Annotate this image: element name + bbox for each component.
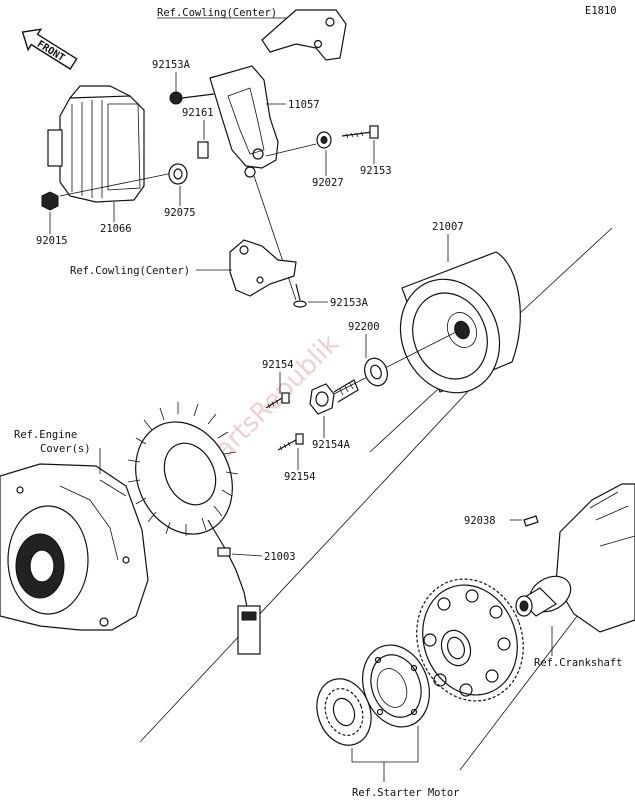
part-92153a-mid: 92153A (330, 297, 369, 309)
one-way-clutch (316, 678, 372, 746)
bolt-92154-bottom (277, 433, 304, 451)
ref-crankshaft-label: Ref.Crankshaft (534, 657, 623, 669)
washer-92200 (364, 357, 388, 387)
ref-cowling-top-label: Ref.Cowling(Center) (157, 7, 277, 19)
part-92075: 92075 (164, 207, 196, 219)
axis-line-92027 (265, 143, 317, 157)
starter-clutch (362, 644, 430, 728)
part-92027: 92027 (312, 177, 344, 189)
bolt-92154-top (265, 392, 290, 409)
ref-starter-motor-label: Ref.Starter Motor (352, 787, 459, 799)
part-21003: 21003 (264, 551, 296, 563)
axis-line-rotor (329, 329, 461, 397)
part-11057: 11057 (288, 99, 320, 111)
stator-21003 (127, 402, 239, 536)
bolt-92153a-top (169, 91, 215, 105)
ref-engine-cover-label-line1: Ref.Engine (14, 429, 77, 441)
part-21066: 21066 (100, 223, 132, 235)
part-92161: 92161 (182, 107, 214, 119)
part-92154-top: 92154 (262, 359, 294, 371)
nut-92015 (41, 191, 59, 211)
starter-gear (416, 578, 524, 702)
stator-wire (207, 519, 261, 655)
ref-engine-cover-label-line2: Cover(s) (40, 443, 91, 455)
rotor-21007 (399, 251, 521, 394)
diagram-code: E1810 (585, 5, 617, 17)
cowling-bracket-top (261, 9, 347, 61)
part-92154a: 92154A (312, 439, 351, 451)
collar-92027 (316, 131, 332, 149)
part-92154-bottom: 92154 (284, 471, 316, 483)
divider-line-lower (139, 369, 489, 743)
part-92038: 92038 (464, 515, 496, 527)
axis-line-bracket (253, 175, 297, 301)
damper-92161 (197, 141, 209, 159)
front-arrow-icon: FRONT (21, 28, 78, 70)
grommet-92075 (168, 163, 188, 185)
axis-line-regulator (59, 171, 179, 197)
bolt-92153 (341, 125, 379, 139)
part-92153a-top: 92153A (152, 59, 191, 71)
part-92200: 92200 (348, 321, 380, 333)
part-92015: 92015 (36, 235, 68, 247)
regulator-21066 (47, 85, 145, 203)
part-92153: 92153 (360, 165, 392, 177)
engine-cover (0, 463, 149, 631)
bolt-92153a-mid (293, 283, 307, 308)
crankshaft (515, 483, 635, 633)
cowling-bracket-mid (229, 239, 297, 297)
part-21007: 21007 (432, 221, 464, 233)
bracket-11057 (209, 65, 279, 178)
ref-cowling-mid-label: Ref.Cowling(Center) (70, 265, 190, 277)
key-92038 (523, 515, 539, 527)
bolt-92154a (309, 379, 359, 415)
leader-21003 (231, 553, 263, 557)
